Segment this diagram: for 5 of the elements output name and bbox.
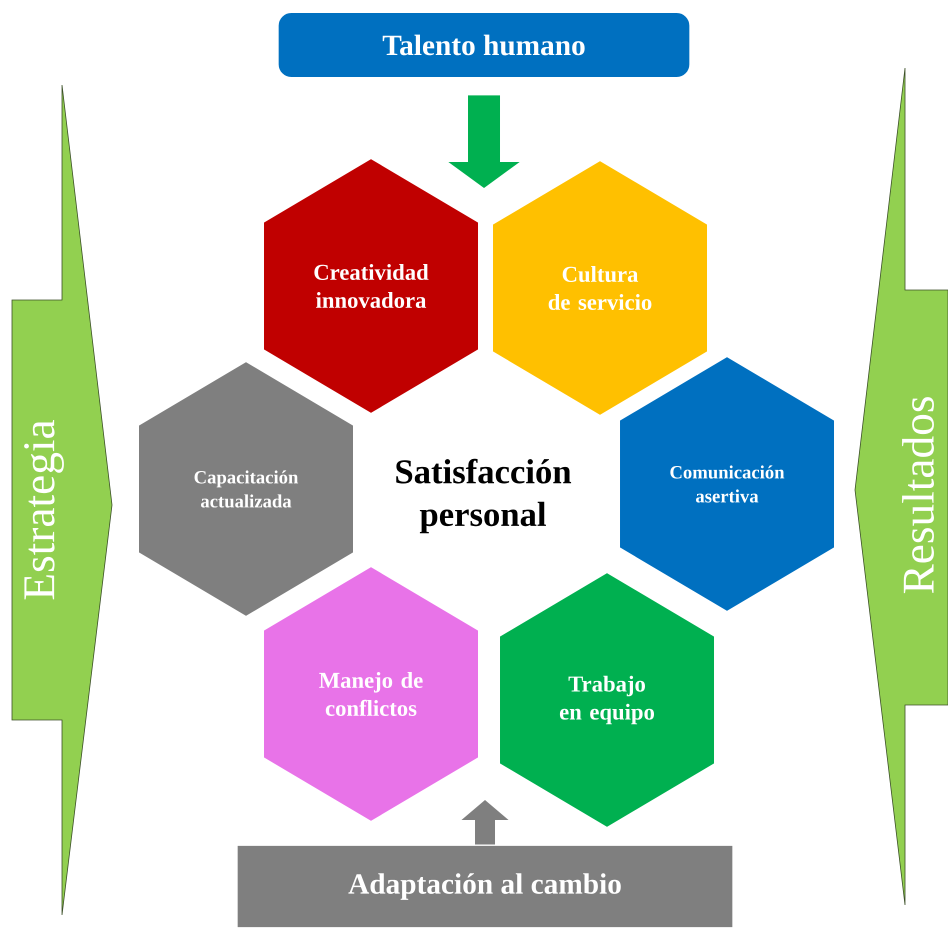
title-box: Talento humano <box>277 12 691 78</box>
arrow-band: Estrategia <box>12 84 112 916</box>
arrow-band: Resultados <box>854 68 948 906</box>
base-box: Adaptación al cambio <box>236 844 734 929</box>
center-title: Satisfacción personal <box>396 458 572 534</box>
